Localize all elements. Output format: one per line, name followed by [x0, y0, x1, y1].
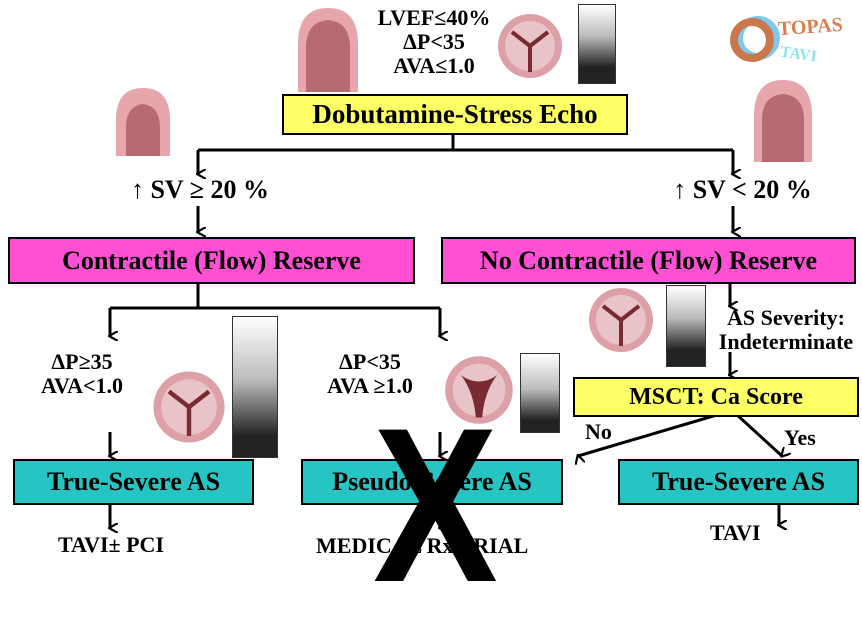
right-condition-sv-lt-20: ↑ SV < 20 %	[673, 175, 812, 204]
true-severe-as-box-right: True-Severe AS	[618, 459, 859, 505]
aortic-valve-illustration-true-severe	[153, 371, 225, 443]
outcome-medical-rx-trial: MEDICAL Rx TRIAL	[316, 533, 529, 558]
arrow-msct-yes	[734, 412, 782, 456]
top-criteria: LVEF≤40% ΔP<35 AVA≤1.0	[374, 6, 494, 77]
no-contractile-reserve-box: No Contractile (Flow) Reserve	[441, 237, 856, 284]
logo-text-tavi: TAVI	[779, 43, 818, 66]
outcome-tavi: TAVI	[710, 520, 761, 545]
severity-value: Indeterminate	[718, 328, 854, 354]
criterion-dp-lt-35: ΔP<35	[339, 349, 401, 374]
criterion-ava: AVA≤1.0	[393, 52, 475, 78]
doppler-trace-pseudo-severe	[520, 353, 560, 433]
aortic-valve-illustration-top	[498, 14, 562, 78]
doppler-trace-right	[666, 285, 706, 367]
cross-out-mark: X	[373, 382, 498, 628]
criterion-dp-ge-35: ΔP≥35	[51, 349, 113, 374]
msct-yes-label: Yes	[784, 425, 816, 450]
dobutamine-stress-echo-box: Dobutamine-Stress Echo	[282, 94, 628, 135]
aortic-valve-illustration-pseudo-severe	[445, 356, 513, 424]
logo-ring-orange	[730, 18, 774, 62]
doppler-trace-true-severe	[232, 316, 278, 458]
topas-tavi-logo: TOPAS TAVI	[728, 12, 848, 68]
connector-start-split	[198, 134, 733, 152]
criterion-ava-lt-1: AVA<1.0	[40, 372, 124, 398]
pseudo-severe-criteria: ΔP<35 AVA ≥1.0	[310, 350, 430, 398]
outcome-tavi-pci: TAVI± PCI	[58, 532, 165, 557]
connector-reserve-split	[110, 283, 440, 310]
left-condition-sv-ge-20: ↑ SV ≥ 20 %	[130, 175, 270, 204]
contractile-reserve-box: Contractile (Flow) Reserve	[8, 237, 415, 284]
severity-label: AS Severity:	[727, 305, 845, 330]
aortic-valve-illustration-right	[589, 288, 653, 352]
pseudo-severe-as-box: Pseudo-Severe AS	[301, 459, 563, 505]
criterion-dp: ΔP<35	[403, 28, 465, 54]
criterion-lvef: LVEF≤40%	[377, 5, 491, 30]
heart-ventricle-illustration-left	[116, 88, 170, 156]
true-severe-as-box-left: True-Severe AS	[13, 459, 254, 505]
heart-ventricle-illustration-right	[754, 80, 812, 162]
heart-ventricle-illustration-top	[298, 8, 358, 92]
logo-text-topas: TOPAS	[777, 13, 844, 41]
true-severe-criteria: ΔP≥35 AVA<1.0	[22, 350, 142, 398]
criterion-ava-ge-1: AVA ≥1.0	[327, 372, 413, 398]
msct-no-label: No	[585, 419, 612, 444]
doppler-trace-top	[578, 4, 616, 84]
msct-ca-score-box: MSCT: Ca Score	[573, 377, 859, 417]
as-severity-indeterminate: AS Severity: Indeterminate	[708, 306, 862, 354]
